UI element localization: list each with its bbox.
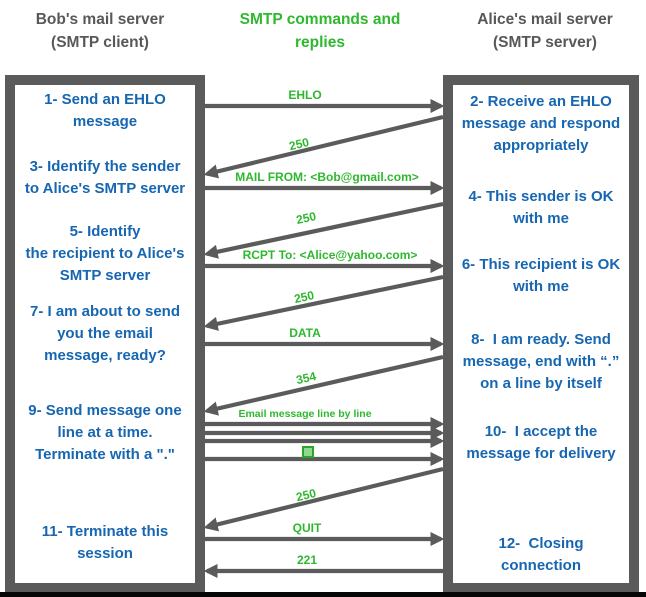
- arrow-label: 250: [295, 486, 318, 504]
- client-step-11: 11- Terminate this session: [41, 523, 169, 562]
- arrow-line: [203, 114, 444, 179]
- message-terminator-dot: [302, 446, 314, 458]
- server-step-6: 6- This recipient is OK with me: [461, 256, 621, 295]
- server-header: Alice's mail server (SMTP server): [477, 11, 613, 51]
- arrow-line: [203, 466, 444, 532]
- arrow-label: 250: [295, 209, 318, 227]
- server-step-12: 12- Closing connection: [498, 535, 584, 574]
- server-step-2: 2- Receive an EHLO message and respond a…: [461, 93, 621, 154]
- arrow-label: Email message line by line: [238, 408, 371, 420]
- client-step-3: 3- Identify the sender to Alice's SMTP s…: [24, 158, 186, 197]
- client-box: [5, 75, 205, 593]
- arrow-line: [203, 201, 444, 259]
- arrow-label: RCPT To: <Alice@yahoo.com>: [243, 248, 418, 262]
- arrow-line: [203, 274, 444, 331]
- server-box: [443, 75, 639, 593]
- client-step-1: 1- Send an EHLO message: [44, 91, 166, 130]
- client-step-5: 5- Identify the recipient to Alice's SMT…: [25, 223, 185, 284]
- arrow-label: 221: [297, 553, 317, 567]
- arrow-label: EHLO: [288, 88, 321, 102]
- server-step-10: 10- I accept the message for delivery: [466, 423, 616, 462]
- server-step-8: 8- I am ready. Send message, end with “.…: [462, 331, 620, 392]
- arrow-label: 250: [293, 288, 316, 306]
- client-step-7: 7- I am about to send you the email mess…: [29, 303, 180, 364]
- client-header: Bob's mail server (SMTP client): [35, 11, 165, 51]
- commands-header: SMTP commands and replies: [239, 11, 401, 51]
- client-step-9: 9- Send message one line at a time. Term…: [28, 402, 182, 463]
- arrow-label: 250: [288, 135, 311, 153]
- arrow-label: QUIT: [293, 521, 322, 535]
- arrow-label: MAIL FROM: <Bob@gmail.com>: [235, 170, 419, 184]
- arrow-label: 354: [295, 369, 318, 387]
- server-step-4: 4- This sender is OK with me: [468, 188, 614, 227]
- arrow-line: [203, 354, 444, 416]
- arrow-label: DATA: [289, 326, 321, 340]
- bottom-border: [0, 592, 646, 597]
